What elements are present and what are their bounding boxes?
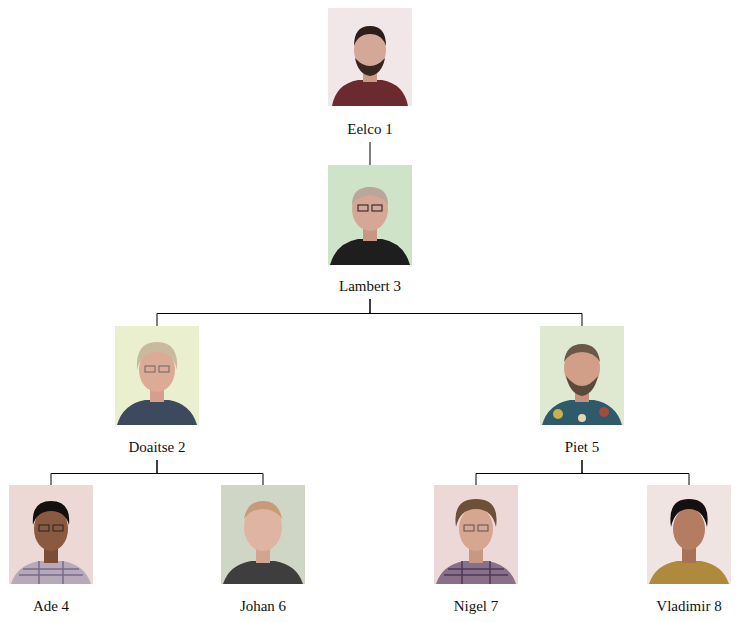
portrait-photo xyxy=(9,485,93,584)
tree-connector xyxy=(476,460,582,485)
portrait-photo xyxy=(434,485,518,584)
person-label: Piet 5 xyxy=(565,438,600,456)
person-label: Nigel 7 xyxy=(454,597,499,615)
portrait-photo xyxy=(540,326,624,425)
person-node: Nigel 7 xyxy=(434,485,518,617)
person-label: Eelco 1 xyxy=(347,120,392,138)
person-label: Doaitse 2 xyxy=(128,438,185,456)
tree-connector xyxy=(157,460,263,485)
person-node: Ade 4 xyxy=(9,485,93,617)
tree-connector xyxy=(582,460,689,485)
person-node: Piet 5 xyxy=(540,326,624,458)
person-node: Vladimir 8 xyxy=(647,485,731,617)
person-node: Doaitse 2 xyxy=(115,326,199,458)
portrait-photo xyxy=(115,326,199,425)
person-label: Ade 4 xyxy=(33,597,69,615)
tree-connector xyxy=(157,299,370,326)
person-label: Johan 6 xyxy=(240,597,286,615)
tree-connector xyxy=(370,299,582,326)
portrait-photo xyxy=(328,8,412,106)
portrait-photo xyxy=(221,485,305,584)
person-node: Eelco 1 xyxy=(328,8,412,140)
person-node: Lambert 3 xyxy=(328,165,412,297)
person-label: Vladimir 8 xyxy=(656,597,721,615)
tree-connector xyxy=(370,142,371,165)
tree-connector xyxy=(51,460,157,485)
portrait-photo xyxy=(328,165,412,265)
portrait-photo xyxy=(647,485,731,584)
person-node: Johan 6 xyxy=(221,485,305,617)
person-label: Lambert 3 xyxy=(339,277,401,295)
